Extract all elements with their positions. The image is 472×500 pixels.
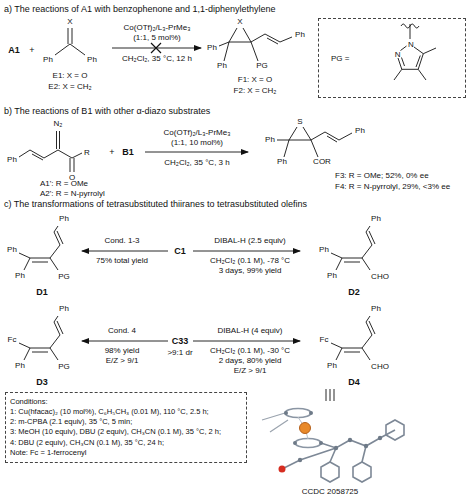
chem-label: X: [67, 18, 72, 26]
chem-label: >9:1 dr: [167, 349, 192, 357]
chem-label: a) The reactions of A1 with benzophenone…: [4, 5, 276, 14]
chem-label: D2: [348, 288, 360, 297]
chem-label: DIBAL-H (2.5 equiv): [214, 237, 286, 245]
condition-line: Conditions:: [10, 397, 242, 407]
chem-label: Ph: [371, 215, 381, 223]
chem-label: Cond. 1-3: [104, 237, 139, 245]
structure-label: N: [408, 41, 414, 49]
chem-label: CH₂Cl₂, 35 °C, 3 h: [164, 159, 229, 167]
chem-label: Ph: [59, 215, 69, 223]
chem-label: Ph: [15, 272, 25, 280]
chem-label: Ph: [265, 136, 275, 144]
chem-label: CH₂Cl₂ (0.1 M), -78 °C: [210, 257, 290, 265]
chem-label: F2: X = CH₂: [234, 87, 277, 95]
chem-label: Ph: [207, 44, 217, 52]
chem-label: Ph: [59, 305, 69, 313]
pg-definition-box: PG = NN: [318, 18, 466, 98]
chem-label: Ph: [295, 31, 305, 39]
chem-label: Ph: [327, 272, 337, 280]
bond-lines: [19, 24, 436, 401]
condition-line: 2: m-CPBA (2.1 equiv), 35 °C, 5 min;: [10, 417, 242, 427]
chem-label: D1: [36, 288, 48, 297]
structure-label: N: [395, 51, 401, 59]
chem-label: PG: [58, 273, 70, 281]
chem-label: Ph: [7, 246, 17, 254]
chem-label: D4: [348, 378, 360, 387]
chem-label: Ph: [319, 246, 329, 254]
chem-label: DIBAL-H (4 equiv): [218, 327, 283, 335]
chem-label: E1: X = O: [53, 72, 88, 80]
structure-label: PG =: [331, 55, 349, 63]
chem-label: Ph: [87, 56, 97, 64]
chem-label: b) The reactions of B1 with other α-diaz…: [4, 107, 210, 116]
chem-label: X: [237, 18, 242, 26]
chem-label: Ph: [277, 158, 287, 166]
chem-label: COR: [313, 158, 331, 166]
chem-label: (1:1, 10 mol%): [171, 139, 223, 147]
chem-label: Cond. 4: [108, 327, 136, 335]
chem-label: E2: X = CH₂: [48, 83, 91, 91]
chem-label: PG: [58, 363, 70, 371]
condition-line: 4: DBU (2 equiv), CH₃CN (0.1 M), 35 °C, …: [10, 438, 242, 448]
chem-label: S: [297, 118, 302, 126]
chem-label: Co(OTf)₂/L₃-PrMe₃: [124, 24, 191, 32]
chem-label: CHO: [371, 273, 389, 281]
chem-label: R: [84, 149, 90, 157]
chem-label: D3: [36, 378, 48, 387]
chem-label: PG: [256, 62, 268, 70]
chem-label: E/Z > 9/1: [106, 357, 139, 365]
chem-label: A1': R = OMe: [40, 180, 88, 188]
chem-label: N₂: [54, 120, 63, 128]
chem-label: c) The transformations of tetrasubstitut…: [4, 200, 307, 209]
chem-label: 98% yield: [105, 347, 140, 355]
chem-label: Fc: [8, 336, 17, 344]
chem-label: CHO: [371, 363, 389, 371]
chem-label: F4: R = N-pyrrolyl, 29%, <3% ee: [335, 183, 450, 191]
chem-label: (1:1, 5 mol%): [133, 34, 181, 42]
condition-line: 1: Cu(hfacac)₂ (10 mol%), C₆H₅CH₃ (0.01 …: [10, 407, 242, 417]
chem-label: 3 days, 99% yield: [219, 267, 282, 275]
chem-label: F3: R = OMe; 52%, 0% ee: [335, 172, 429, 180]
chem-label: Fc: [320, 336, 329, 344]
conditions-box: Conditions:1: Cu(hfacac)₂ (10 mol%), C₆H…: [5, 392, 247, 463]
chem-label: F1: X = O: [238, 76, 272, 84]
chem-label: 2 days, 80% yield: [219, 357, 282, 365]
condition-line: 3: MeOH (10 equiv), DBU (2 equiv), CH₃CN…: [10, 427, 242, 437]
chem-label: Ph: [217, 62, 227, 70]
chem-label: Ph: [7, 156, 17, 164]
chem-label: Co(OTf)₂/L₃-PrMe₃: [164, 129, 231, 137]
chem-label: Ph: [327, 362, 337, 370]
chem-label: Ph: [371, 305, 381, 313]
chem-label: Ph: [15, 362, 25, 370]
chem-label: B1: [122, 148, 134, 157]
chem-label: 75% total yield: [96, 257, 148, 265]
crystal-structure: [262, 409, 404, 483]
chem-label: C1: [174, 247, 186, 256]
chem-label: A1: [8, 46, 20, 55]
chem-label: +: [29, 46, 34, 55]
chem-label: CCDC 2058725: [302, 488, 358, 496]
chem-label: C33: [172, 337, 189, 346]
chem-label: CH₂Cl₂ (0.1 M), -30 °C: [210, 347, 290, 355]
chem-label: Ph: [43, 56, 53, 64]
chem-label: Ph: [355, 127, 365, 135]
chem-label: E/Z > 9/1: [234, 367, 267, 375]
chem-label: A2': R = N-pyrrolyl: [40, 190, 105, 198]
condition-line: Note: Fc = 1-ferrocenyl: [10, 448, 242, 458]
chem-label: +: [109, 148, 114, 157]
chem-label: CH₂Cl₂, 35 °C, 12 h: [122, 55, 192, 63]
